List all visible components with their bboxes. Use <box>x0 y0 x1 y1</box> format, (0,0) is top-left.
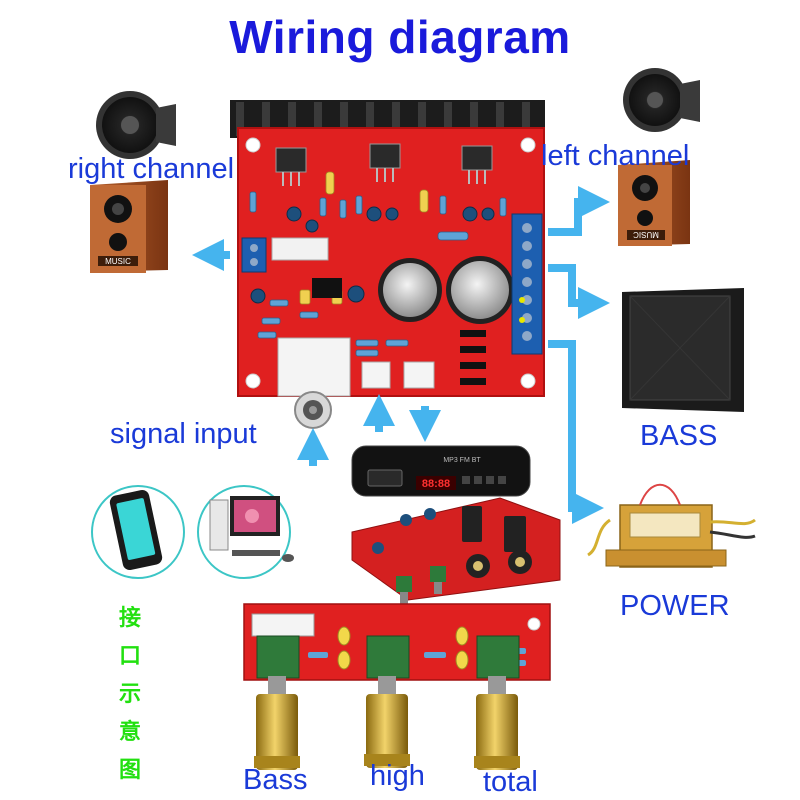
connection-arrows <box>192 186 610 524</box>
right-speaker-driver <box>96 91 176 159</box>
subwoofer <box>622 288 744 412</box>
player-label: MP3 FM BT <box>443 457 481 464</box>
page-title: Wiring diagram <box>229 11 571 63</box>
left-channel-label: left channel <box>541 140 690 172</box>
knob-high <box>364 635 410 768</box>
amplifier-board <box>230 100 545 429</box>
knob-bass-label: Bass <box>243 764 308 796</box>
signal-input-label: signal input <box>110 418 257 450</box>
side-text-column: 接 口 示 意 图 <box>116 600 144 790</box>
arrow-to-subwoofer <box>548 264 610 319</box>
phone-icon <box>91 485 185 579</box>
left-speaker-cabinet: MUSIC <box>618 160 690 246</box>
right-channel-label: right channel <box>68 153 235 185</box>
side-char: 意 <box>118 720 141 745</box>
knob-bass <box>254 635 300 770</box>
knob-total-label: total <box>483 766 538 798</box>
right-speaker-cabinet: MUSIC <box>90 180 168 273</box>
power-label: POWER <box>620 590 730 622</box>
arrow-to-transformer <box>548 340 604 524</box>
left-speaker-badge: MUSIC <box>633 230 659 239</box>
left-speaker-driver <box>623 68 700 132</box>
knob-total <box>474 635 520 770</box>
right-speaker-badge: MUSIC <box>105 257 131 266</box>
side-char: 图 <box>118 758 141 783</box>
mp3-module: 88:88 MP3 FM BT <box>351 445 531 497</box>
tone-board <box>351 497 561 606</box>
side-char: 接 <box>118 606 141 631</box>
arrow-to-left-speaker <box>548 186 610 236</box>
player-display: 88:88 <box>422 478 450 490</box>
knob-high-label: high <box>370 760 425 792</box>
bass-label: BASS <box>640 420 718 452</box>
transformer <box>587 484 756 568</box>
computer-icon <box>197 485 294 579</box>
side-char: 口 <box>118 644 141 669</box>
side-char: 示 <box>118 682 141 707</box>
